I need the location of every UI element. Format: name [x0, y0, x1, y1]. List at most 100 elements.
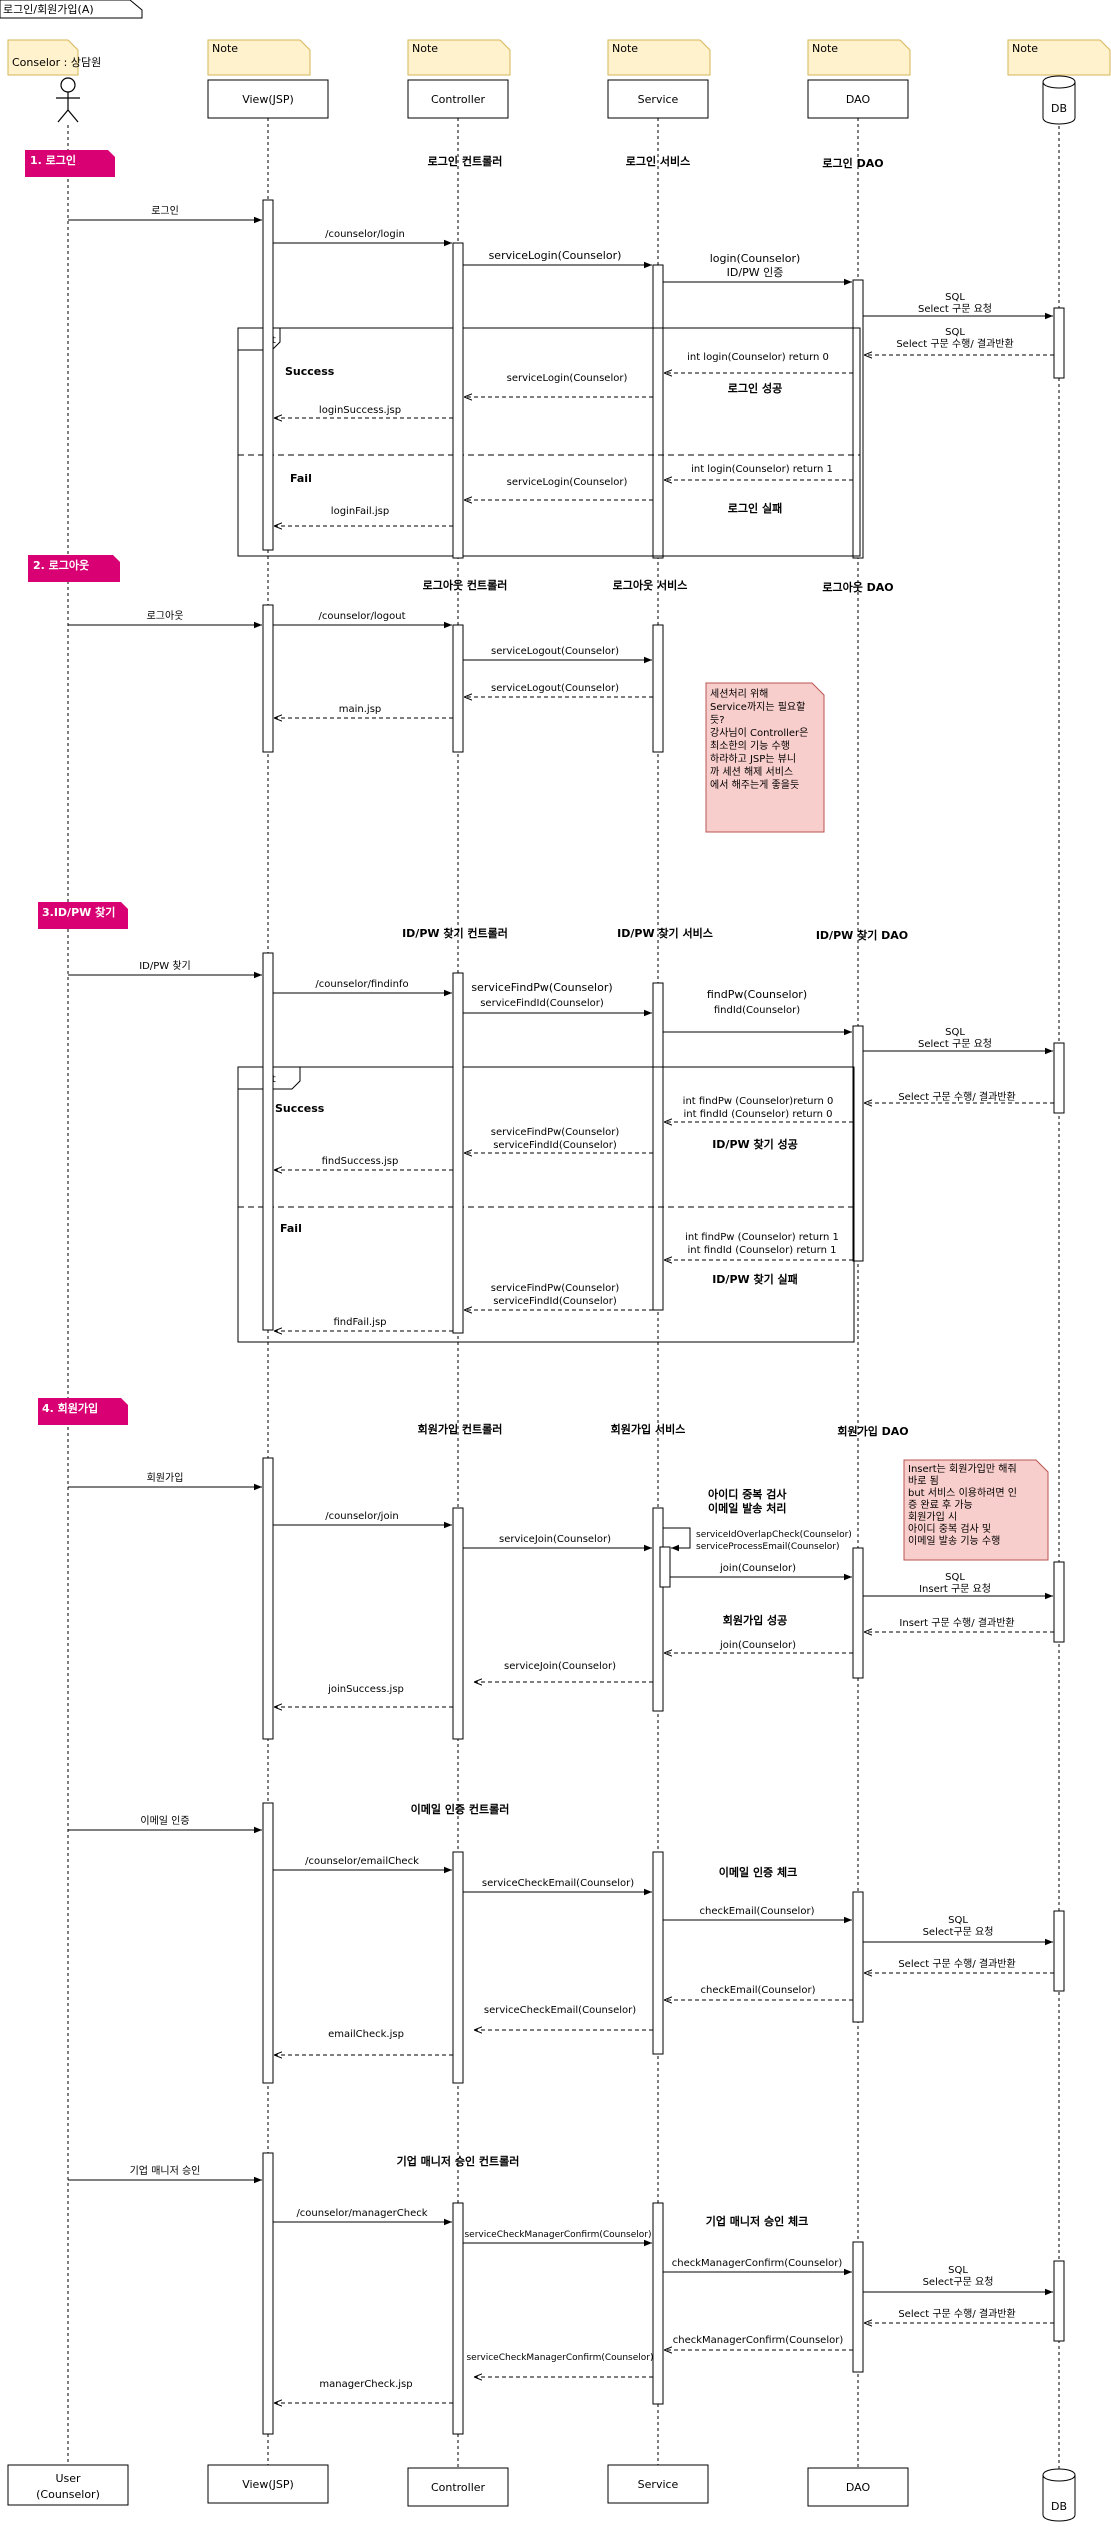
msg-service-logout-return: serviceLogout(Counselor)	[491, 683, 619, 694]
login-dao-title: 로그인 DAO	[822, 156, 883, 170]
user-participant-title: Conselor : 상담원	[12, 56, 101, 69]
svg-text:이메일 발송 기능 수행: 이메일 발송 기능 수행	[908, 1535, 1000, 1547]
svg-text:하라하고 JSP는 뷰니: 하라하고 JSP는 뷰니	[710, 752, 796, 765]
svg-text:User: User	[55, 2472, 81, 2485]
msg-find-sql-request: Select 구문 요청	[918, 1038, 992, 1050]
msg-service-findid-return: serviceFindId(Counselor)	[493, 1140, 617, 1151]
login-success-text: 로그인 성공	[728, 381, 782, 395]
msg-manager-check-jsp: managerCheck.jsp	[319, 2379, 412, 2390]
section-email: 이메일 인증 컨트롤러 이메일 인증 체크 이메일 인증 /counselor/…	[68, 1802, 1065, 2084]
participant-controller-top: Controller	[407, 79, 509, 119]
msg-service-check-manager: serviceCheckManagerConfirm(Counselor)	[464, 2230, 651, 2240]
msg-findid-return1: int findId (Counselor) return 1	[688, 1245, 837, 1256]
note-db: Note	[1007, 39, 1111, 76]
msg-dao-login: login(Counselor)	[710, 252, 801, 265]
note-dao: Note	[807, 39, 911, 76]
msg-email-url: /counselor/emailCheck	[305, 1856, 419, 1867]
participant-controller-bottom: Controller	[407, 2467, 509, 2507]
msg-login-success-jsp: loginSuccess.jsp	[319, 405, 401, 416]
msg-email-sql-request: Select구문 요청	[923, 1926, 994, 1938]
msg-findid-return0: int findId (Counselor) return 0	[684, 1109, 833, 1120]
svg-text:세션처리 위해: 세션처리 위해	[710, 687, 768, 700]
svg-text:Controller: Controller	[431, 93, 486, 106]
msg-email-sql-label: SQL	[948, 1915, 968, 1926]
logout-service-title: 로그아웃 서비스	[613, 578, 688, 592]
svg-text:DB: DB	[1051, 102, 1067, 115]
join-controller-title: 회원가입 컨트롤러	[418, 1422, 503, 1436]
frame-title-tab: 로그인/회원가입(A)	[0, 0, 143, 19]
svg-text:증 완료 후 가능: 증 완료 후 가능	[908, 1499, 973, 1511]
login-fail-text: 로그인 실패	[728, 501, 782, 515]
msg-find-sql-label: SQL	[945, 1027, 965, 1038]
svg-text:까 세션 해제 서비스: 까 세션 해제 서비스	[710, 765, 793, 778]
msg-sql-label: SQL	[945, 292, 965, 303]
msg-join-url: /counselor/join	[325, 1511, 398, 1522]
svg-text:3.ID/PW 찾기: 3.ID/PW 찾기	[42, 905, 115, 919]
section-logout: 2. 로그아웃 로그아웃 컨트롤러 로그아웃 서비스 로그아웃 DAO 로그아웃…	[28, 555, 894, 833]
msg-self-process-email: serviceProcessEmail(Counselor)	[696, 1542, 840, 1552]
msg-find-fail-jsp: findFail.jsp	[333, 1317, 386, 1328]
msg-service-findid: serviceFindId(Counselor)	[480, 998, 604, 1009]
find-fail-text: ID/PW 찾기 실패	[712, 1272, 798, 1286]
svg-text:바로 됨: 바로 됨	[908, 1475, 939, 1487]
participant-user-bottom: User (Counselor)	[7, 2464, 129, 2506]
svg-text:(Counselor): (Counselor)	[36, 2488, 100, 2501]
msg-manager-sql-request: Select구문 요청	[923, 2276, 994, 2288]
svg-text:Service: Service	[638, 2478, 679, 2491]
msg-main-jsp: main.jsp	[339, 704, 382, 715]
msg-service-login: serviceLogin(Counselor)	[489, 249, 622, 262]
msg-service-join: serviceJoin(Counselor)	[499, 1534, 611, 1545]
participant-service-bottom: Service	[607, 2464, 709, 2504]
section-join: 4. 회원가입 회원가입 컨트롤러 회원가입 서비스 회원가입 DAO 회원가입…	[38, 1398, 1065, 1740]
login-service-title: 로그인 서비스	[626, 154, 691, 168]
msg-find-url: /counselor/findinfo	[315, 979, 408, 990]
participant-dao-top: DAO	[807, 79, 909, 119]
msg-service-logout: serviceLogout(Counselor)	[491, 646, 619, 657]
msg-findpw-return1: int findPw (Counselor) return 1	[685, 1232, 839, 1243]
controller-activations	[452, 242, 464, 2435]
manager-service-title: 기업 매니저 승인 체크	[706, 2214, 809, 2228]
svg-text:DAO: DAO	[846, 93, 871, 106]
msg-dao-idpw: ID/PW 인증	[727, 266, 784, 279]
participant-view-top: View(JSP)	[207, 79, 329, 119]
actor-icon	[56, 77, 80, 123]
note-label-service: Note	[612, 42, 638, 55]
join-comment-note: Insert는 회원가입만 해줘 바로 됨 but 서비스 이용하려면 인 증 …	[903, 1459, 1049, 1561]
participant-dao-bottom: DAO	[807, 2467, 909, 2507]
section-manager: 기업 매니저 승인 컨트롤러 기업 매니저 승인 체크 기업 매니저 승인 /c…	[68, 2152, 1065, 2435]
msg-sql-return-label: SQL	[945, 327, 965, 338]
svg-text:아이디 중복 검사 및: 아이디 중복 검사 및	[908, 1523, 991, 1535]
msg-dao-join: join(Counselor)	[719, 1563, 796, 1574]
note-service: Note	[607, 39, 711, 76]
msg-email-check-jsp: emailCheck.jsp	[328, 2029, 404, 2040]
svg-text:but 서비스 이용하려면 인: but 서비스 이용하려면 인	[908, 1486, 1017, 1499]
msg-manager: 기업 매니저 승인	[130, 2164, 201, 2177]
join-check-email: 이메일 발송 처리	[708, 1501, 787, 1515]
svg-text:Service까지는 필요할: Service까지는 필요할	[710, 701, 805, 713]
note-controller: Note	[407, 39, 511, 76]
note-label-controller: Note	[412, 42, 438, 55]
msg-join-success-jsp: joinSuccess.jsp	[327, 1684, 404, 1695]
msg-sql-return: Select 구문 수행/ 결과반환	[896, 338, 1013, 350]
msg-dao-findpw: findPw(Counselor)	[707, 988, 807, 1001]
note-label-dao: Note	[812, 42, 838, 55]
msg-dao-check-email-return: checkEmail(Counselor)	[701, 1985, 816, 1996]
svg-text:에서 해주는게 좋을듯: 에서 해주는게 좋을듯	[710, 778, 799, 791]
view-activations	[262, 199, 274, 2435]
msg-login-return1: int login(Counselor) return 1	[691, 464, 833, 475]
msg-findpw-return0: int findPw (Counselor)return 0	[683, 1096, 834, 1107]
section-tag-logout: 2. 로그아웃	[28, 555, 120, 582]
login-success-label: Success	[285, 365, 335, 378]
email-service-title: 이메일 인증 체크	[719, 1865, 798, 1879]
section-find: 3.ID/PW 찾기 ID/PW 찾기 컨트롤러 ID/PW 찾기 서비스 ID…	[38, 902, 1065, 1343]
section-login: 1. 로그인 로그인 컨트롤러 로그인 서비스 로그인 DAO 로그인 /cou…	[25, 150, 1065, 559]
frame-title: 로그인/회원가입(A)	[3, 3, 94, 16]
msg-join-sql-label: SQL	[945, 1572, 965, 1583]
msg-join-sql-return: Insert 구문 수행/ 결과반환	[899, 1617, 1014, 1629]
msg-dao-check-manager-return: checkManagerConfirm(Counselor)	[673, 2335, 844, 2346]
participant-db-bottom: DB	[1042, 2468, 1076, 2522]
participant-db-top: DB	[1042, 75, 1076, 125]
msg-dao-check-email: checkEmail(Counselor)	[700, 1906, 815, 1917]
svg-text:회원가입 시: 회원가입 시	[908, 1510, 957, 1523]
join-dao-title: 회원가입 DAO	[837, 1424, 908, 1438]
